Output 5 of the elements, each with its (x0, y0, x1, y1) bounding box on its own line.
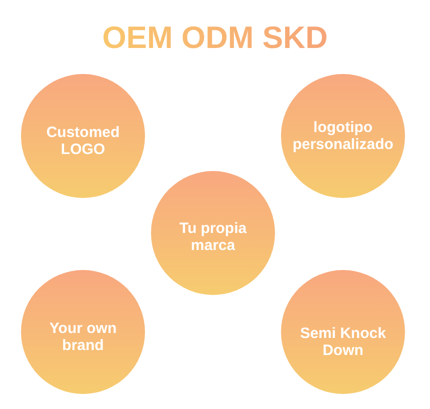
node-label: Customed LOGO (45, 124, 121, 158)
node-label: Your own brand (48, 320, 118, 354)
node-label: logotipo personalizado (292, 119, 394, 153)
node-label: Tu propia marca (178, 220, 248, 254)
node-label: Semi Knock Down (299, 325, 387, 359)
